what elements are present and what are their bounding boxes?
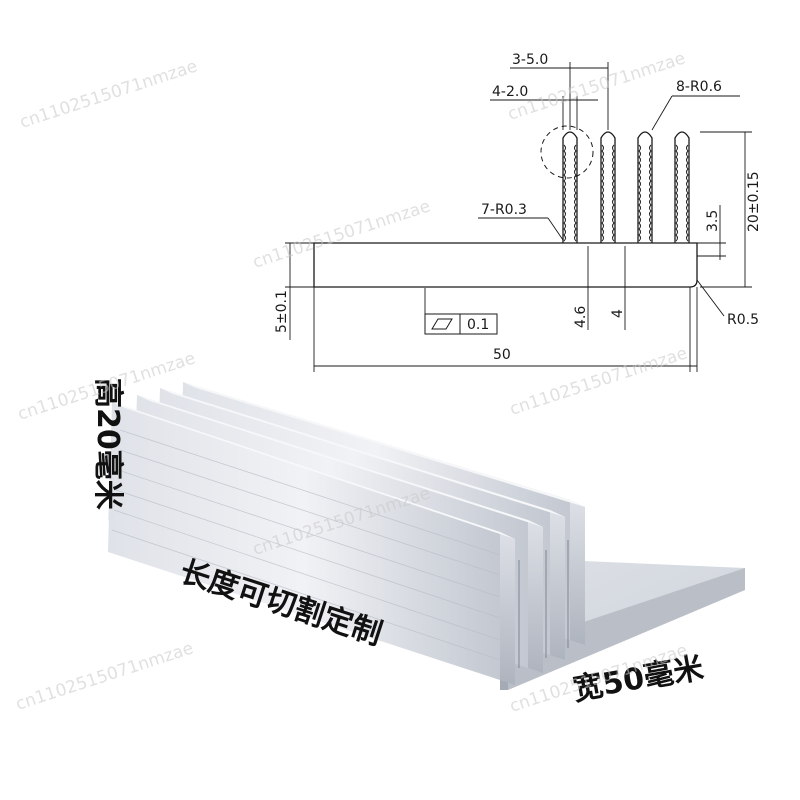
dim-width-label: 50 (493, 347, 511, 363)
watermark-text: cn1102515071nmzae (13, 638, 196, 714)
detail-circle (540, 125, 594, 179)
dim-right-fin-offset-label: 4 (610, 309, 626, 318)
flatness-frame (424, 313, 498, 335)
watermark-text: cn1102515071nmzae (17, 56, 200, 132)
dim-fin-tip-radius-label: 8-R0.6 (676, 79, 722, 95)
dim-fin-thickness-label: 4-2.0 (492, 84, 528, 100)
dim-root-radius-label: 7-R0.3 (481, 202, 527, 218)
fin-2 (600, 131, 616, 243)
base-plate-outline (313, 242, 698, 288)
heatsink-3d-view (108, 382, 745, 690)
dim-corner-radius-label: R0.5 (727, 312, 759, 328)
fin-4 (674, 131, 690, 243)
watermark-text: cn1102515071nmzae (250, 196, 433, 272)
dim-total-height-label: 20±0.15 (746, 171, 762, 232)
watermark-text: cn1102515071nmzae (507, 343, 690, 419)
fin-3d-4 (108, 402, 515, 685)
dim-fin-pitch-label: 3-5.0 (512, 52, 548, 68)
cross-section-drawing (285, 62, 752, 372)
dim-flatness-value-label: 0.1 (467, 317, 489, 333)
dim-fin-base-step-label: 3.5 (705, 210, 721, 232)
dim-left-fin-offset-label: 4.6 (573, 306, 589, 328)
height-caption: 高20毫米 (90, 378, 125, 510)
fin-1 (562, 131, 578, 243)
fin-serrations (563, 144, 689, 242)
dim-base-thickness-label: 5±0.1 (274, 290, 290, 333)
fin-3 (637, 131, 653, 243)
